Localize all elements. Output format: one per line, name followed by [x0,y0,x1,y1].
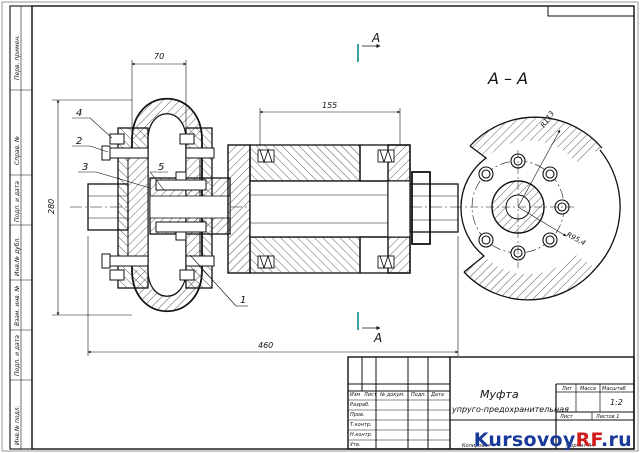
callout-5: 5 [158,162,164,173]
dim-155: 155 [322,101,337,110]
tb-role-4: Утв. [350,442,361,448]
pins-middle [155,171,207,241]
tb-col-sign: Подп. [411,392,426,398]
coupling-section-view [70,97,470,313]
springs [257,148,395,270]
dim-r95: R95,4 [565,231,587,248]
callout-1: 1 [240,295,246,306]
stamp-text-2: Подп. и дата [14,181,21,222]
stamp-text-6: Инв.№ подл. [14,405,21,445]
output-shaft [409,183,459,233]
safety-housing-left [227,144,251,274]
tb-format: Формат А4 [566,443,594,449]
cut-letter-bottom: А [373,331,382,345]
stamp-text-4: Взам. инв. № [14,285,21,326]
tb-sheets: Листов 1 [595,414,619,420]
dimension-lines [52,60,459,356]
tb-copied: Копировал [462,443,491,449]
tb-role-1: Пров. [350,412,365,418]
tb-col-list: Лист [363,392,378,398]
watermark: KursovoyRF.ru [474,429,632,451]
tb-sheet: Лист [559,414,574,420]
watermark-suffix: .ru [600,429,632,451]
tb-title-1: Муфта [480,388,519,401]
tb-scale: 1:2 [610,398,623,407]
tb-role-3: Н.контр. [350,432,372,438]
tb-col-date: Дата [430,392,444,398]
stamp-text-5: Подп. и дата [14,335,21,376]
callout-4: 4 [76,108,82,119]
cut-markers [357,44,381,330]
callout-leaders [72,117,248,307]
left-hub [87,183,129,231]
section-title: А – А [487,69,528,88]
dim-280: 280 [47,199,56,214]
tb-col-doc: № докум. [379,392,405,398]
cut-letter-top: А [371,31,380,45]
bolts-upper [101,133,215,161]
callout-2: 2 [76,136,82,147]
tb-title-2: упруго-предохранительная [451,405,569,414]
tb-mass: Масса [580,386,596,392]
tb-col-izm: Изм [350,392,360,398]
side-stamp: Перв. примен. Справ. № Подп. и дата Инв.… [9,5,33,450]
stamp-text-3: Инв.№ дубл. [14,237,21,276]
watermark-main: Kursovoy [473,429,576,451]
stamp-text-1: Справ. № [14,136,21,165]
tb-role-0: Разраб. [350,402,370,408]
stamp-text-0: Перв. примен. [14,35,21,80]
tb-role-2: Т.контр. [350,422,372,428]
title-block [347,356,635,450]
watermark-accent: RF [575,429,601,451]
bolts-lower [101,253,215,281]
callout-3: 3 [82,162,88,173]
corner-box [547,5,635,17]
dim-70: 70 [154,52,164,61]
tb-scale-head: Масштаб [602,386,626,392]
disc-hatch [470,117,602,162]
dim-460: 460 [258,341,273,350]
section-aa-view [460,116,621,301]
tb-lit: Лит [561,386,573,392]
